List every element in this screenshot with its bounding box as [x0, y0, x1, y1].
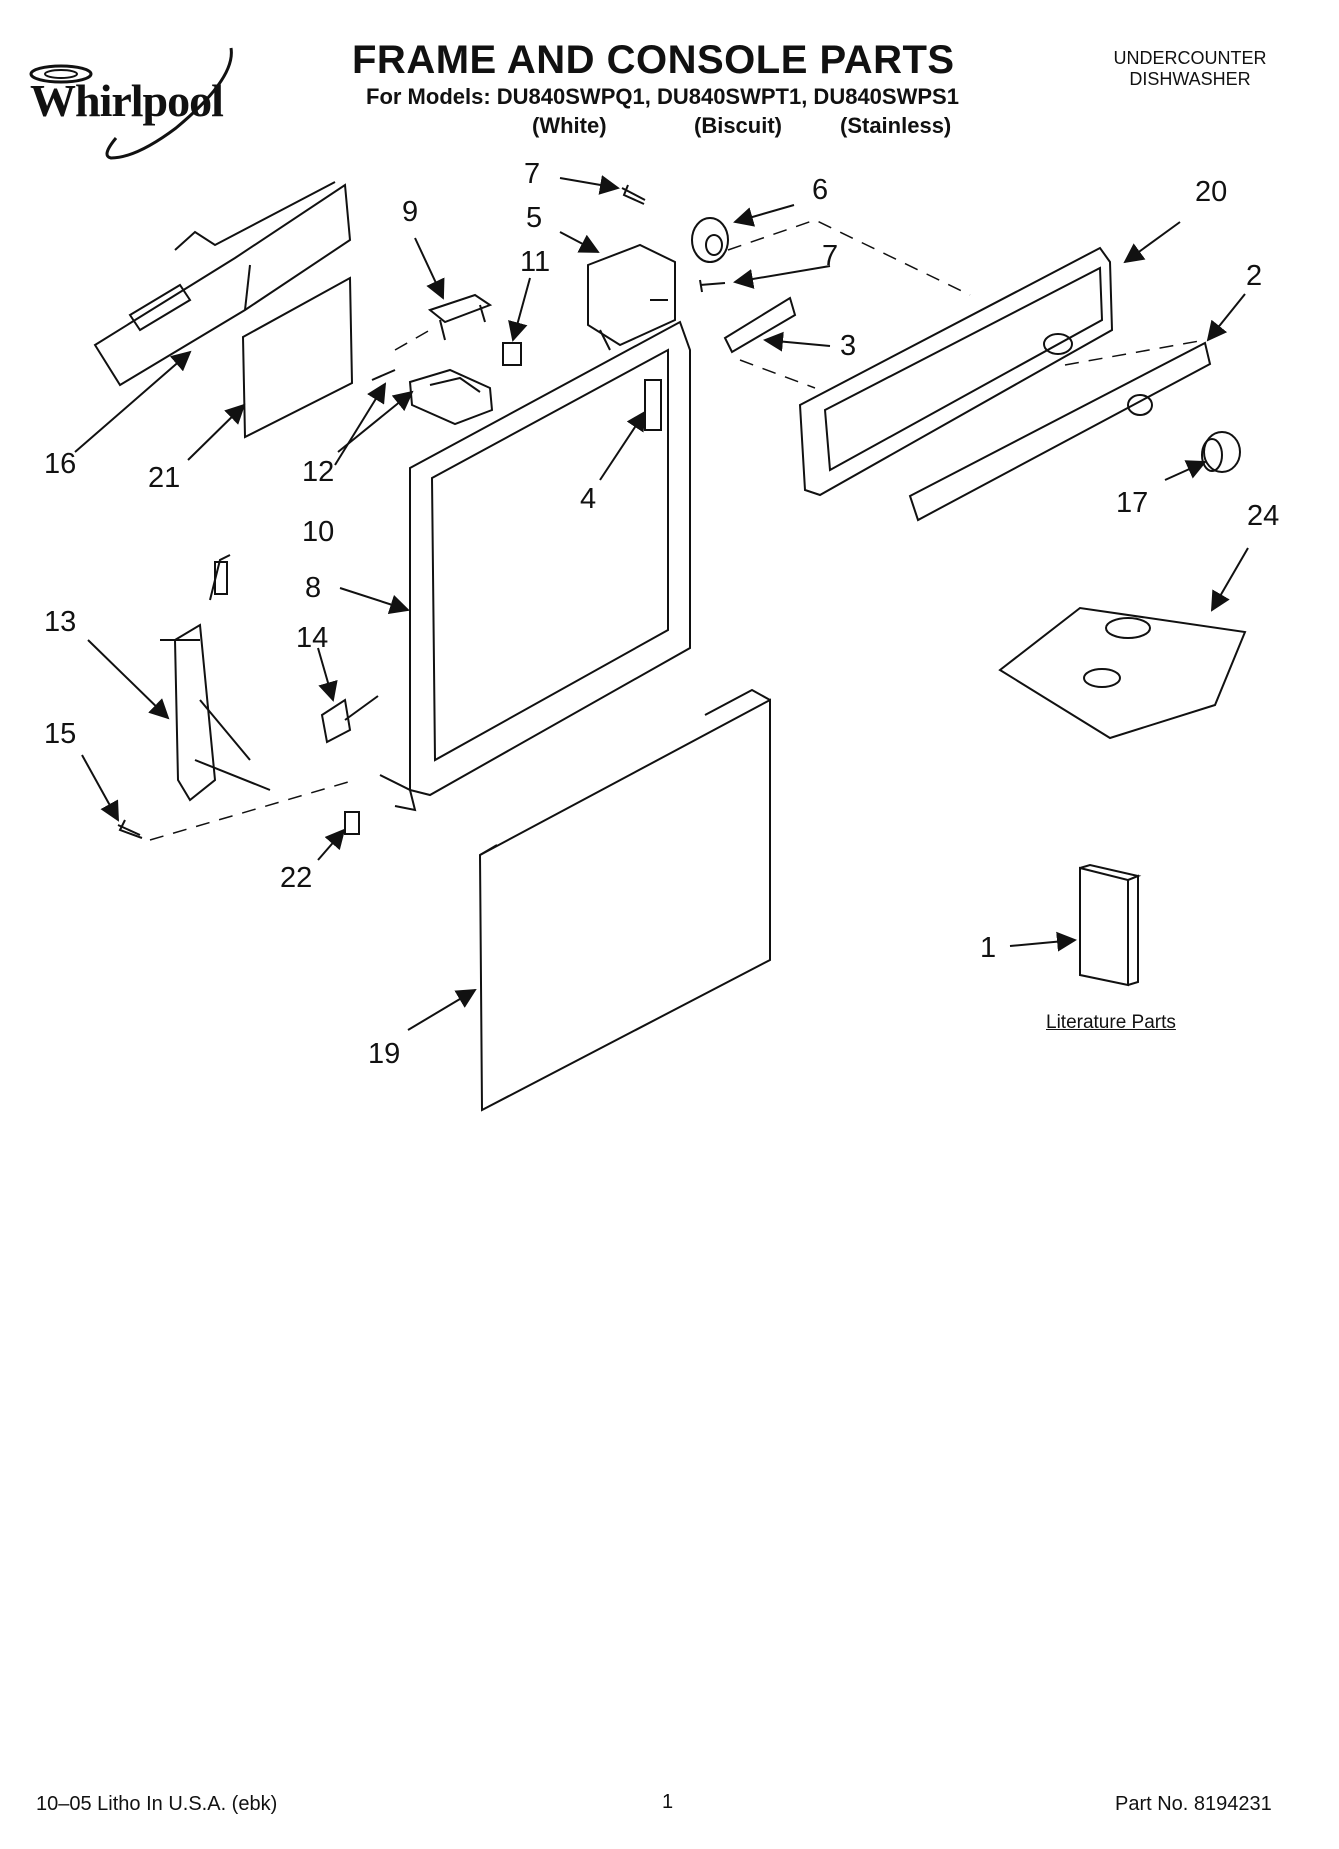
variant-biscuit: (Biscuit) — [694, 113, 782, 138]
models-line: For Models: DU840SWPQ1, DU840SWPT1, DU84… — [366, 84, 959, 109]
product-type-line2: DISHWASHER — [1129, 69, 1251, 89]
leader-arrows — [74, 175, 1249, 1031]
product-type: UNDERCOUNTER DISHWASHER — [1090, 48, 1290, 90]
part-8-door-frame — [379, 320, 691, 812]
callout-2: 2 — [1246, 260, 1263, 292]
part-17-knob — [1201, 431, 1241, 473]
callout-24: 24 — [1247, 500, 1280, 532]
part-20-console — [798, 246, 1114, 497]
part-7-screw-mid — [699, 279, 726, 293]
callout-10: 10 — [302, 516, 335, 548]
footer-print-info: 10–05 Litho In U.S.A. (ebk) — [36, 1793, 278, 1815]
literature-parts-label: Literature Parts — [1046, 1012, 1176, 1033]
callout-15: 15 — [44, 718, 77, 750]
callout-17: 17 — [1116, 487, 1149, 519]
part-3-bracket — [723, 296, 797, 354]
product-type-line1: UNDERCOUNTER — [1113, 48, 1267, 68]
part-16-control-housing — [93, 181, 352, 387]
alignment-lines — [149, 219, 1206, 841]
part-11-switch — [502, 342, 522, 366]
callout-4: 4 — [580, 483, 597, 515]
footer-page-number: 1 — [662, 1791, 674, 1813]
part-6-hub — [691, 217, 729, 263]
callout-16: 16 — [44, 448, 77, 480]
part-13-wire-harness — [160, 554, 271, 802]
callout-3: 3 — [840, 330, 857, 362]
callout-12: 12 — [302, 456, 335, 488]
whirlpool-swirl-icon — [29, 47, 233, 160]
callout-14: 14 — [296, 622, 329, 654]
part-14-sensor — [320, 695, 379, 744]
callout-1: 1 — [980, 932, 997, 964]
page-title: FRAME AND CONSOLE PARTS — [352, 38, 955, 82]
part-24-parts-bag — [998, 606, 1247, 740]
part-9-bracket — [427, 293, 493, 341]
part-10-holder — [408, 368, 494, 426]
brand-logo: Whirlpool — [6, 38, 266, 168]
brand-wordmark: Whirlpool — [30, 75, 224, 126]
part-19-door-panel — [478, 688, 771, 1112]
part-7-screw-top — [621, 184, 646, 205]
callout-5: 5 — [526, 202, 543, 234]
callout-11: 11 — [520, 246, 551, 278]
part-21-insulation-panel — [241, 276, 354, 439]
callout-20: 20 — [1195, 176, 1228, 208]
callout-19: 19 — [368, 1038, 401, 1070]
part-2-overlay — [908, 341, 1212, 522]
footer-part-number: Part No. 8194231 — [1115, 1793, 1272, 1815]
part-1-literature — [1079, 863, 1142, 987]
part-15-screw — [117, 819, 143, 839]
callout-9: 9 — [402, 196, 419, 228]
part-4-receiver — [644, 379, 662, 431]
callout-21: 21 — [148, 462, 181, 494]
callout-22: 22 — [280, 862, 313, 894]
part-22-clip — [344, 811, 360, 835]
callout-6: 6 — [812, 174, 829, 206]
callout-7-top: 7 — [524, 158, 541, 190]
part-5-latch — [587, 243, 676, 351]
callout-7-mid: 7 — [822, 240, 839, 272]
variant-white: (White) — [532, 113, 607, 138]
part-12-clip — [371, 369, 396, 381]
callout-8: 8 — [305, 572, 322, 604]
variant-stainless: (Stainless) — [840, 113, 952, 138]
callout-13: 13 — [44, 606, 77, 638]
